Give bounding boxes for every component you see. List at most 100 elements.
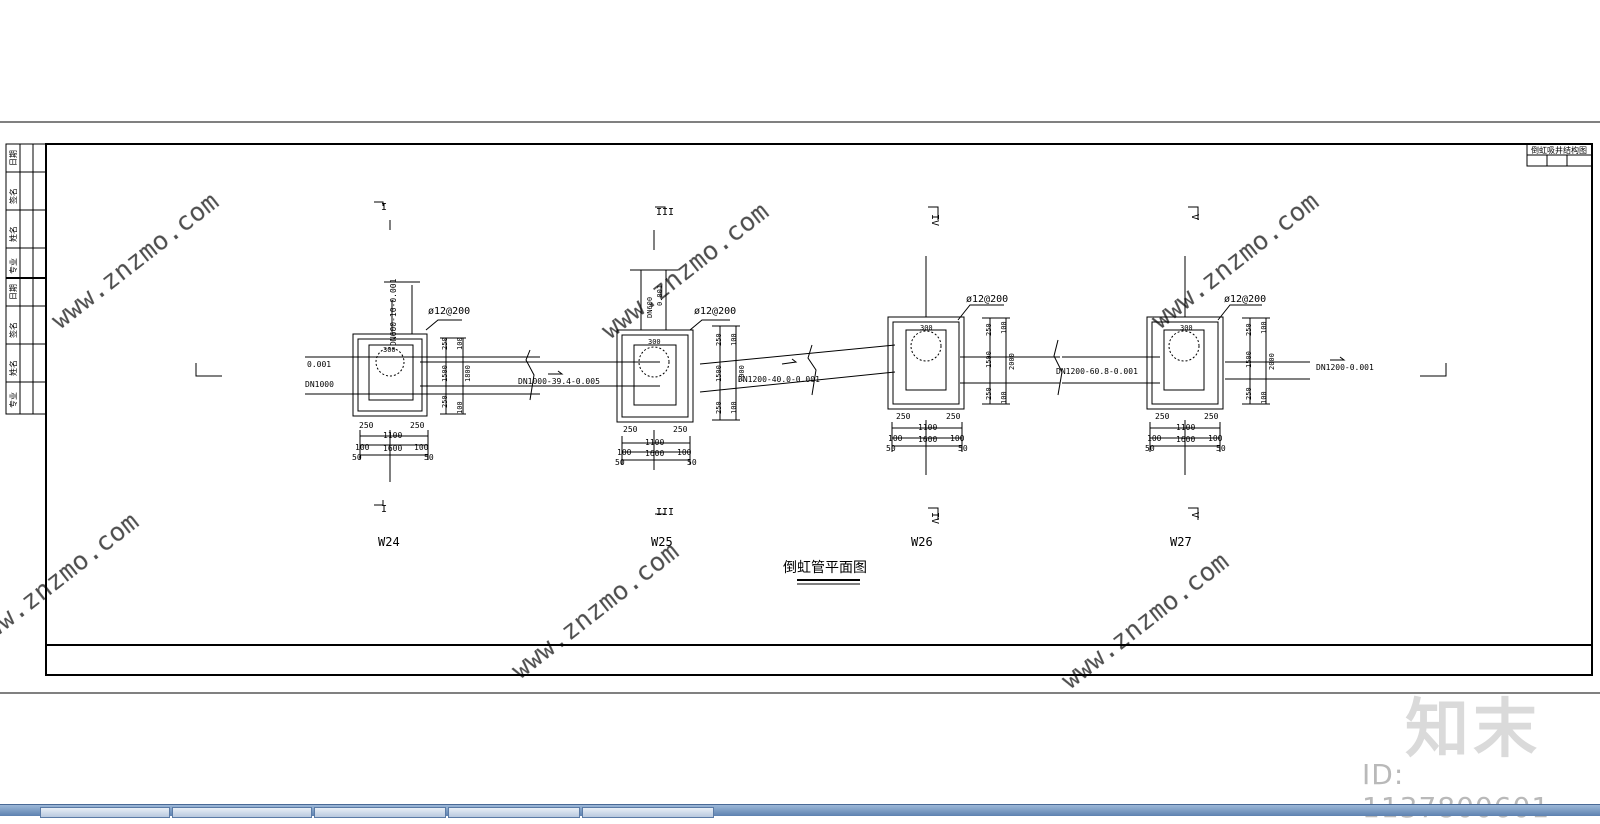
w26-dim-b0: 250 xyxy=(896,412,911,421)
taskbar xyxy=(0,804,1600,818)
w24-dim-s2: 1500 xyxy=(441,365,449,382)
watermark-site-1: www.znzmo.com xyxy=(46,187,225,336)
section-cut-outer xyxy=(195,363,1447,377)
w26-dim-b7: 50 xyxy=(958,444,968,453)
taskbar-button-5[interactable] xyxy=(582,807,714,818)
title-block: 倒虹吸井结构图 xyxy=(1526,143,1593,167)
w27-inlet-pipe: DN1200-60.8-0.001 xyxy=(1056,367,1138,376)
well-w24 xyxy=(352,201,466,506)
w24-dim-s4: 250 xyxy=(441,395,449,408)
w27-dim-b0: 250 xyxy=(1155,412,1170,421)
rev-lower-0: 日期 xyxy=(9,284,18,300)
watermark-site-6: www.znzmo.com xyxy=(1056,547,1235,696)
w24-dim-b7: 50 xyxy=(424,453,434,462)
rev-lower-3: 专业 xyxy=(8,392,18,408)
w27-dim-b6: 50 xyxy=(1145,444,1155,453)
w26-dim-b2: 1100 xyxy=(918,423,937,432)
w25-dim-b3: 100 xyxy=(617,448,632,457)
drawing-name: 倒虹吸井结构图 xyxy=(1531,145,1587,155)
watermark-site-4: www.znzmo.com xyxy=(0,507,145,656)
section-mark-4b: IV xyxy=(929,512,940,524)
w27-dim-b7: 50 xyxy=(1216,444,1226,453)
section-mark-3a: III xyxy=(656,207,674,218)
w25-dim-s5: 100 xyxy=(730,401,738,414)
w24-dim-b0: 250 xyxy=(359,421,374,430)
rev-upper-2: 姓名 xyxy=(8,226,18,242)
w24-dim-b1: 250 xyxy=(410,421,425,430)
sheet-title: 倒虹管平面图 xyxy=(783,560,867,576)
w27-dim-s0: 250 xyxy=(1245,323,1253,336)
w24-name: W24 xyxy=(378,535,400,549)
w25-dim-b5: 100 xyxy=(677,448,692,457)
w27-dim-b1: 250 xyxy=(1204,412,1219,421)
w24-inner-300: 300 xyxy=(383,346,396,354)
w24-dim-s5: 100 xyxy=(456,401,464,414)
w26-dim-b1: 250 xyxy=(946,412,961,421)
w26-dim-b5: 100 xyxy=(950,434,965,443)
w25-dim-b2: 1100 xyxy=(645,438,664,447)
section-mark-3b: III xyxy=(656,507,674,518)
rev-lower-2: 姓名 xyxy=(8,360,18,376)
w26-dim-s5: 100 xyxy=(1000,391,1008,404)
w24-inlet-pipe: DN1000 xyxy=(305,380,334,389)
w25-rebar: ø12@200 xyxy=(694,306,736,317)
w26-dim-s4: 250 xyxy=(985,387,993,400)
w27-dim-s2: 1500 xyxy=(1245,351,1253,368)
w25-inner-300: 300 xyxy=(648,338,661,346)
rev-lower-1: 签名 xyxy=(8,322,18,338)
w25-dim-b4: 1600 xyxy=(645,449,664,458)
w24-dim-s1: 100 xyxy=(456,337,464,350)
taskbar-button-3[interactable] xyxy=(314,807,446,818)
watermark-site-2: www.znzmo.com xyxy=(596,197,775,346)
w26-dim-s1: 100 xyxy=(1000,321,1008,334)
w26-dim-b6: 50 xyxy=(886,444,896,453)
w25-dim-s1: 100 xyxy=(730,333,738,346)
section-mark-5b: V xyxy=(1189,512,1200,518)
w24-branch: DN600-10-0.001 xyxy=(389,278,398,346)
w24-inlet-slope: 0.001 xyxy=(307,360,331,369)
w26-dim-b4: 1600 xyxy=(918,435,937,444)
w24-dim-b2: 1100 xyxy=(383,431,402,440)
w26-dim-s2: 1500 xyxy=(985,351,993,368)
w27-dim-b4: 1600 xyxy=(1176,435,1195,444)
section-mark-1a: I xyxy=(381,202,387,213)
drawing-frame xyxy=(45,143,1593,676)
w24-dim-s0: 250 xyxy=(441,337,449,350)
w27-dim-s4: 250 xyxy=(1245,387,1253,400)
section-mark-1b: I xyxy=(381,504,387,515)
well-w26 xyxy=(887,206,1010,520)
w25-branch: DN600 xyxy=(646,297,654,318)
watermark-site-3: www.znzmo.com xyxy=(1146,187,1325,336)
rev-upper-1: 签名 xyxy=(8,188,18,204)
w27-rebar: ø12@200 xyxy=(1224,294,1266,305)
w24-dim-b5: 100 xyxy=(414,443,429,452)
rev-upper-0: 日期 xyxy=(9,150,18,166)
w25-inlet-pipe: DN1000-39.4-0.005 xyxy=(518,377,600,386)
w27-dim-s1: 100 xyxy=(1260,321,1268,334)
w25-dim-s4: 250 xyxy=(715,401,723,414)
w26-inlet-pipe: DN1200-40.0-0.001 xyxy=(738,375,820,384)
w26-name: W26 xyxy=(911,535,933,549)
w26-inner-300: 300 xyxy=(920,324,933,332)
w27-inner-300: 300 xyxy=(1180,324,1193,332)
w24-dim-b6: 50 xyxy=(352,453,362,462)
w27-name: W27 xyxy=(1170,535,1192,549)
w27-dim-b5: 100 xyxy=(1208,434,1223,443)
w24-dim-b3: 100 xyxy=(355,443,370,452)
w27-outlet-pipe: DN1200-0.001 xyxy=(1316,363,1374,372)
w27-dim-b2: 1100 xyxy=(1176,423,1195,432)
taskbar-button-1[interactable] xyxy=(40,807,170,818)
well-w27 xyxy=(1146,206,1270,520)
rev-upper-3: 专业 xyxy=(8,258,18,274)
w26-dim-b3: 100 xyxy=(888,434,903,443)
w24-dim-s3: 1800 xyxy=(464,365,472,382)
w25-dim-b6: 50 xyxy=(615,458,625,467)
w27-dim-s5: 100 xyxy=(1260,391,1268,404)
watermark-logo: 知末 xyxy=(1405,693,1541,767)
w24-dim-b4: 1600 xyxy=(383,444,402,453)
taskbar-button-4[interactable] xyxy=(448,807,580,818)
taskbar-button-2[interactable] xyxy=(172,807,312,818)
watermark-site-5: www.znzmo.com xyxy=(506,537,685,686)
w26-dim-s0: 250 xyxy=(985,323,993,336)
